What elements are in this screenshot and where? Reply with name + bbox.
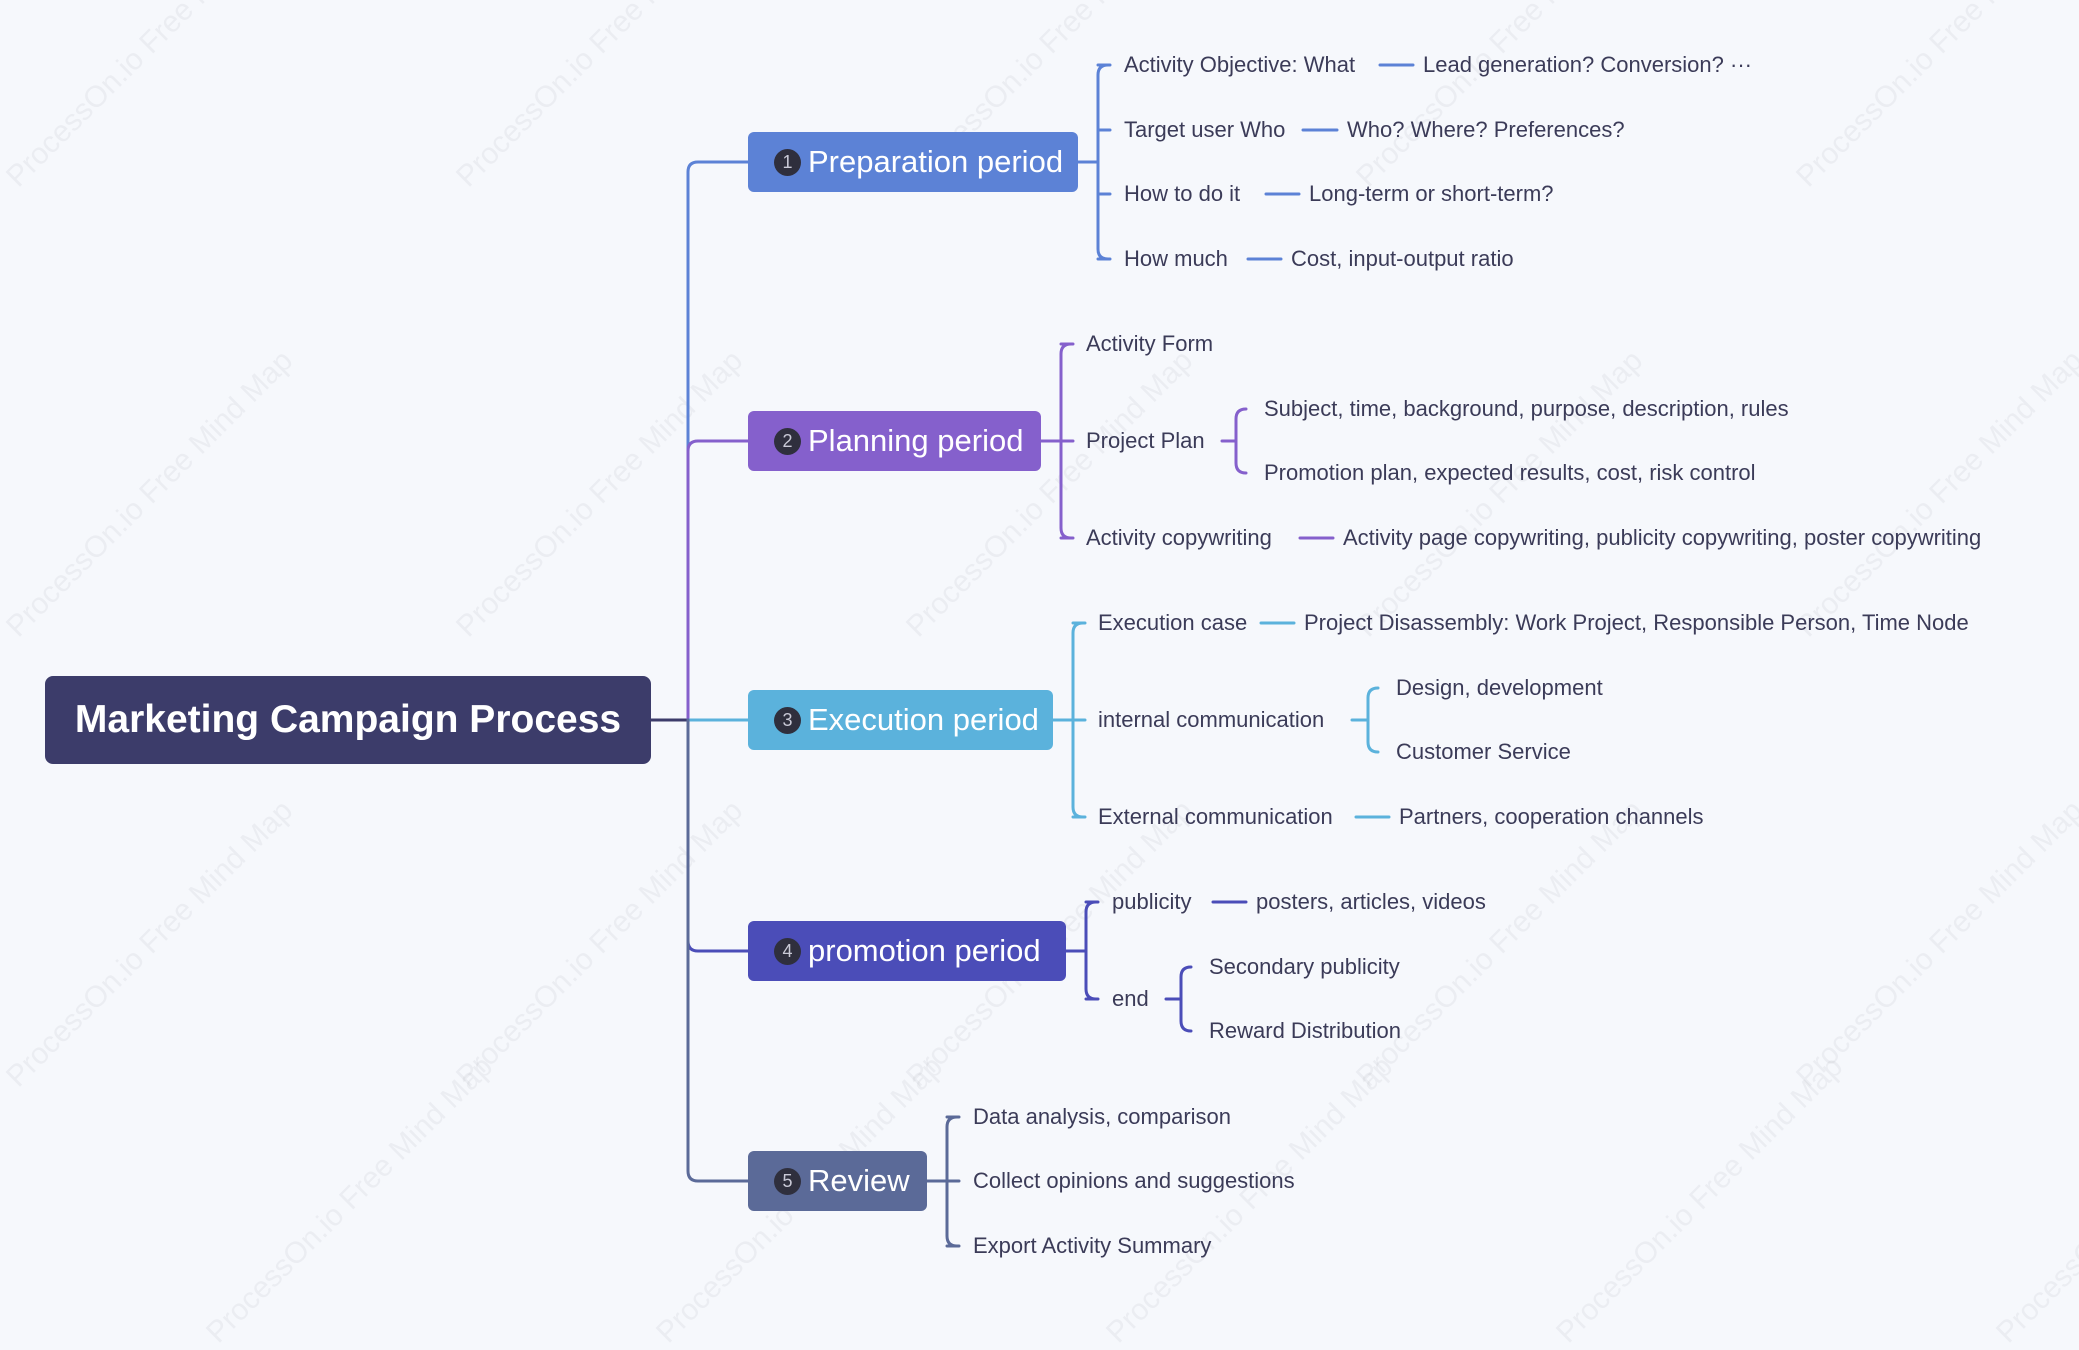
topic-activity-form[interactable]: Activity Form bbox=[1086, 331, 1214, 356]
topic-note[interactable]: Lead generation? Conversion? ··· bbox=[1423, 52, 1752, 77]
topic-note[interactable]: Activity page copywriting, publicity cop… bbox=[1343, 525, 1982, 550]
branch-label: promotion period bbox=[808, 933, 1041, 968]
subtopic[interactable]: Customer Service bbox=[1396, 739, 1571, 764]
topic-internal-communication[interactable]: internal communication bbox=[1098, 707, 1325, 732]
subtopic[interactable]: Design, development bbox=[1396, 675, 1603, 700]
topic-collect-opinions[interactable]: Collect opinions and suggestions bbox=[973, 1168, 1295, 1193]
subtopic-bracket bbox=[1179, 965, 1193, 1033]
subtopic[interactable]: Reward Distribution bbox=[1209, 1018, 1401, 1043]
branch-number-badge: 5 bbox=[774, 1167, 801, 1195]
branch-label: Execution period bbox=[808, 702, 1039, 737]
root-node-label: Marketing Campaign Process bbox=[74, 698, 622, 741]
topic-end[interactable]: end bbox=[1112, 986, 1149, 1011]
topic-target-user[interactable]: Target user Who bbox=[1124, 117, 1286, 142]
subtopic-bracket bbox=[1234, 407, 1248, 475]
topic-note[interactable]: Cost, input-output ratio bbox=[1291, 246, 1514, 271]
branch-connector bbox=[686, 718, 750, 1183]
branch-label: Review bbox=[808, 1163, 910, 1198]
topic-activity-objective[interactable]: Activity Objective: What bbox=[1124, 52, 1356, 77]
branch-number-badge: 2 bbox=[774, 427, 801, 455]
topic-activity-copywriting[interactable]: Activity copywriting bbox=[1086, 525, 1272, 550]
branch-number-badge: 4 bbox=[774, 937, 801, 965]
subtopic[interactable]: Subject, time, background, purpose, desc… bbox=[1264, 396, 1789, 421]
topic-note[interactable]: Long-term or short-term? bbox=[1309, 181, 1554, 206]
topic-export-summary[interactable]: Export Activity Summary bbox=[973, 1233, 1212, 1258]
branch-label: Planning period bbox=[808, 423, 1024, 458]
topic-bracket bbox=[1096, 63, 1110, 261]
topic-note[interactable]: Who? Where? Preferences? bbox=[1347, 117, 1625, 142]
topic-note[interactable]: Project Disassembly: Work Project, Respo… bbox=[1304, 610, 1969, 635]
branch-connector bbox=[686, 439, 750, 722]
topic-bracket bbox=[1084, 900, 1098, 1001]
branch-number-badge: 1 bbox=[774, 148, 801, 176]
subtopic-bracket bbox=[1366, 686, 1380, 754]
topic-execution-case[interactable]: Execution case bbox=[1098, 610, 1248, 635]
topic-data-analysis[interactable]: Data analysis, comparison bbox=[973, 1104, 1232, 1129]
branch-connector bbox=[686, 160, 750, 722]
root-node[interactable]: Marketing Campaign Process bbox=[45, 676, 651, 764]
topic-how-to-do-it[interactable]: How to do it bbox=[1124, 181, 1241, 206]
topic-note[interactable]: Partners, cooperation channels bbox=[1399, 804, 1704, 829]
branch-node-execution[interactable]: 3 Execution period bbox=[748, 690, 1053, 750]
subtopic[interactable]: Secondary publicity bbox=[1209, 954, 1400, 979]
topic-publicity[interactable]: publicity bbox=[1112, 889, 1192, 914]
branch-node-review[interactable]: 5 Review bbox=[748, 1151, 927, 1211]
topic-note[interactable]: posters, articles, videos bbox=[1256, 889, 1486, 914]
branch-number-badge: 3 bbox=[774, 706, 801, 734]
topic-external-communication[interactable]: External communication bbox=[1098, 804, 1333, 829]
branch-node-planning[interactable]: 2 Planning period bbox=[748, 411, 1041, 471]
topic-project-plan[interactable]: Project Plan bbox=[1086, 428, 1205, 453]
topic-how-much[interactable]: How much bbox=[1124, 246, 1228, 271]
subtopic[interactable]: Promotion plan, expected results, cost, … bbox=[1264, 460, 1756, 485]
branch-connector bbox=[686, 718, 750, 953]
branch-label: Preparation period bbox=[808, 144, 1064, 179]
branch-node-preparation[interactable]: 1 Preparation period bbox=[748, 132, 1078, 192]
branch-node-promotion[interactable]: 4 promotion period bbox=[748, 921, 1066, 981]
